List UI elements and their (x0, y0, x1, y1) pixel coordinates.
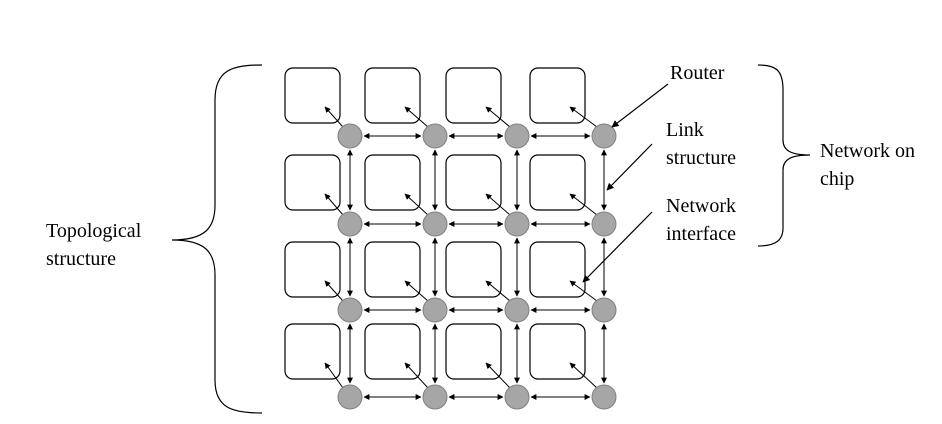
network-interface-0-1 (404, 106, 429, 128)
topological-structure-brace (171, 64, 263, 414)
network-on-chip-label-line2: chip (820, 168, 855, 190)
router-3-2 (504, 384, 530, 410)
network-interface-0-3 (569, 106, 598, 128)
topological-structure-label-line1: Topological (46, 220, 142, 242)
router-3-1 (422, 384, 448, 410)
router-0-2 (504, 123, 530, 149)
network-interface-2-1 (404, 280, 429, 302)
network-interface-label-line1: Network (666, 195, 736, 217)
processing-element-3-3 (529, 323, 586, 380)
router-2-1 (422, 297, 448, 323)
link-structure-label-line2: structure (666, 147, 736, 169)
network-interface-0-2 (485, 106, 511, 128)
router-1-0 (337, 211, 363, 237)
network-on-chip-brace (757, 64, 811, 247)
processing-element-2-3 (529, 241, 586, 298)
router-0-0 (337, 123, 363, 149)
network-interface-3-1 (404, 362, 429, 389)
network-interface-0-0 (324, 106, 344, 128)
router-label: Router (670, 62, 725, 84)
processing-element-1-2 (445, 154, 502, 211)
router-3-0 (337, 384, 363, 410)
network-interface-2-2 (485, 280, 511, 302)
processing-element-2-1 (364, 241, 421, 298)
router-2-2 (504, 297, 530, 323)
router-1-3 (591, 211, 617, 237)
topological-structure-label-line2: structure (46, 248, 116, 270)
router-1-1 (422, 211, 448, 237)
link-structure-callout-arrow (606, 143, 653, 191)
network-interface-3-0 (324, 362, 344, 389)
processing-element-3-0 (284, 323, 341, 380)
processing-element-1-3 (529, 154, 586, 211)
router-2-3 (591, 297, 617, 323)
network-interface-2-3 (569, 280, 598, 302)
router-layer (337, 123, 617, 410)
network-interface-label-line2: interface (666, 223, 736, 245)
network-interface-1-2 (485, 193, 511, 216)
router-1-2 (504, 211, 530, 237)
processing-element-2-2 (445, 241, 502, 298)
router-0-3 (591, 123, 617, 149)
router-callout-arrow (611, 83, 669, 128)
router-2-0 (337, 297, 363, 323)
link-layer (347, 133, 607, 400)
router-3-3 (591, 384, 617, 410)
network-interface-1-0 (324, 193, 344, 216)
processing-element-1-1 (364, 154, 421, 211)
network-interface-3-3 (569, 362, 598, 389)
network-interface-layer (324, 106, 598, 389)
router-0-1 (422, 123, 448, 149)
network-interface-callout-arrow (582, 211, 653, 283)
network-interface-3-2 (485, 362, 511, 389)
network-interface-2-0 (324, 280, 344, 302)
network-interface-1-1 (404, 193, 429, 216)
network-on-chip-label-line1: Network on (820, 140, 915, 162)
processing-element-0-2 (445, 67, 502, 124)
network-interface-1-3 (569, 193, 598, 216)
link-structure-label-line1: Link (666, 119, 704, 141)
processing-element-0-1 (364, 67, 421, 124)
processing-element-0-3 (529, 67, 586, 124)
